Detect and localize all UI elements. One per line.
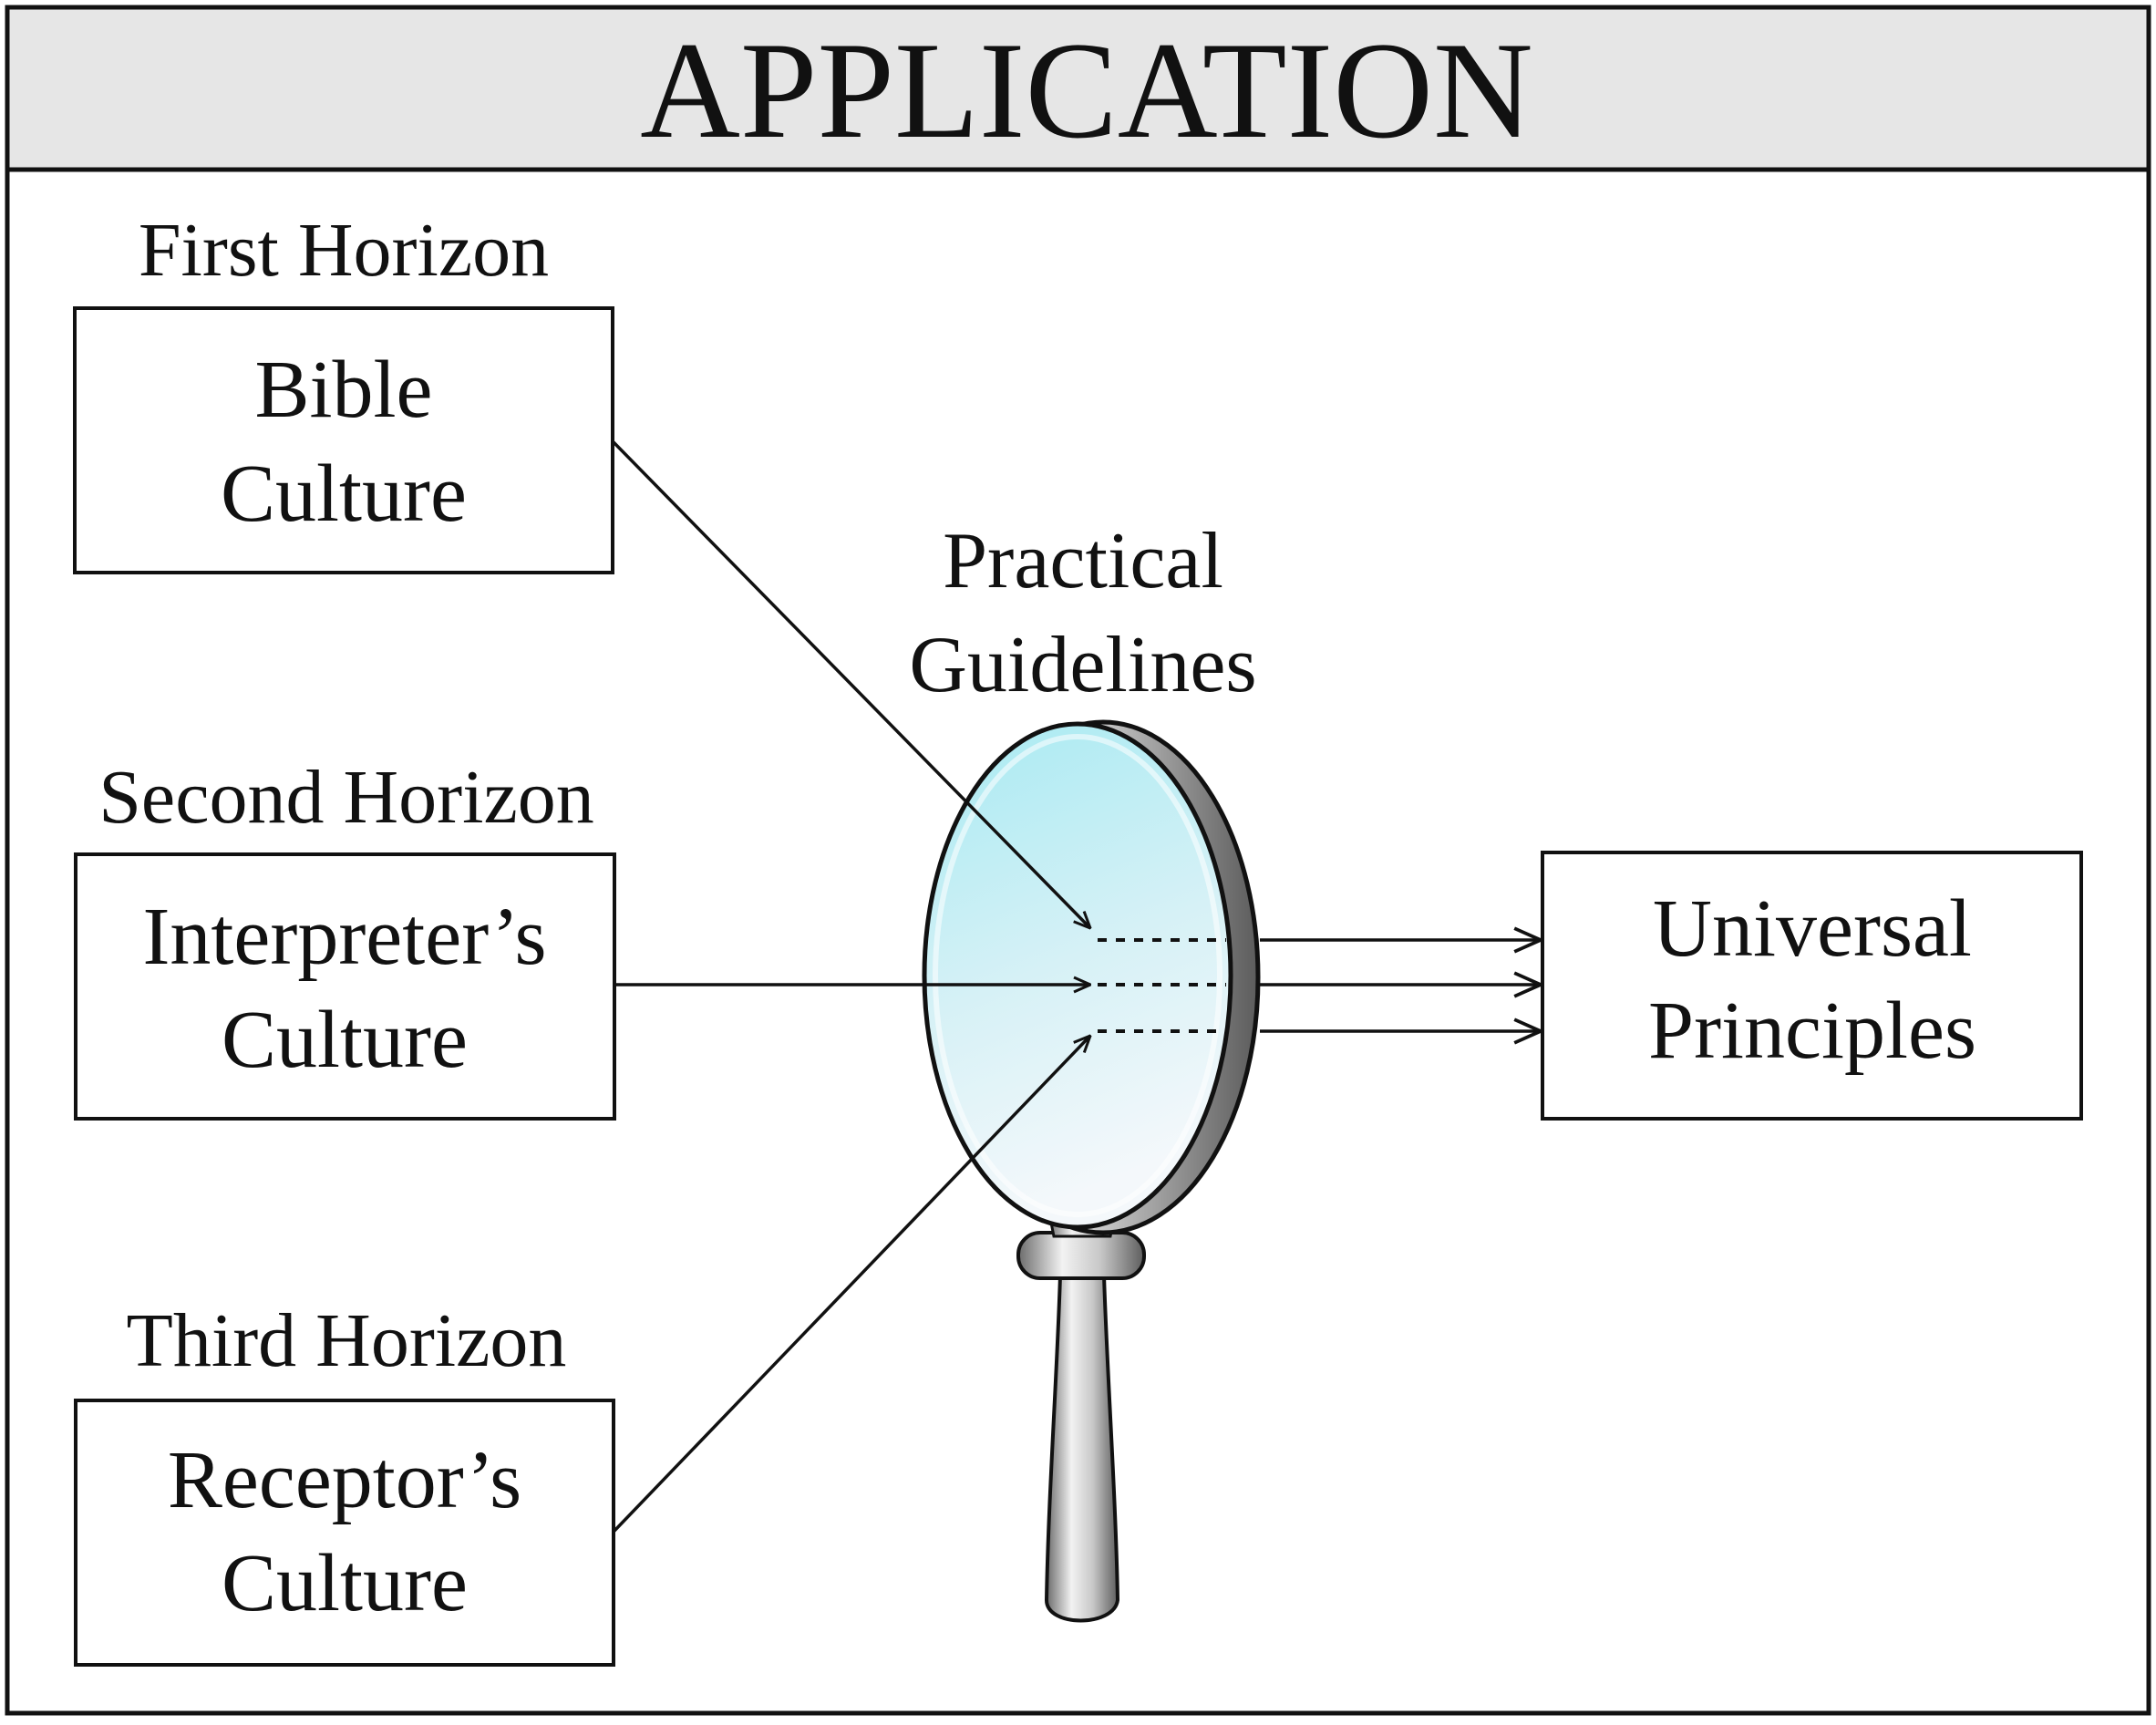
bible-culture-line-1: Bible [255, 345, 433, 435]
lens-handle [1044, 1273, 1120, 1623]
diagram-title: APPLICATION [640, 14, 1533, 167]
bible-culture-line-2: Culture [221, 449, 467, 539]
universal-principles-box [1541, 851, 2083, 1121]
universal-principles-line-2: Principles [1648, 986, 1976, 1076]
arrow-bible-to-lens [611, 439, 1090, 928]
third-horizon: Third Horizon Receptor’s Culture [74, 1298, 615, 1667]
lens-glass [922, 721, 1233, 1230]
lens-highlight [933, 734, 1222, 1217]
receptors-culture-line-2: Culture [222, 1538, 468, 1628]
interpreters-culture-line-1: Interpreter’s [142, 892, 546, 982]
second-horizon: Second Horizon Interpreter’s Culture [74, 755, 616, 1121]
universal-principles: Universal Principles [1541, 851, 2083, 1121]
lens-collar [1016, 1231, 1146, 1280]
first-horizon-heading: First Horizon [139, 208, 549, 293]
receptors-culture-box [74, 1399, 615, 1667]
arrow-receptor-to-lens [612, 1036, 1090, 1534]
interpreters-culture-line-2: Culture [222, 995, 468, 1085]
bible-culture-box [73, 306, 614, 574]
universal-principles-line-1: Universal [1653, 883, 1972, 974]
header-band [5, 5, 2151, 172]
practical-guidelines-line-2: Guidelines [909, 621, 1256, 709]
interpreters-culture-box [74, 852, 616, 1121]
third-horizon-heading: Third Horizon [127, 1298, 567, 1383]
practical-guidelines-line-1: Practical [943, 517, 1223, 605]
receptors-culture-line-1: Receptor’s [168, 1435, 521, 1525]
first-horizon: First Horizon Bible Culture [73, 208, 614, 574]
second-horizon-heading: Second Horizon [98, 755, 594, 840]
